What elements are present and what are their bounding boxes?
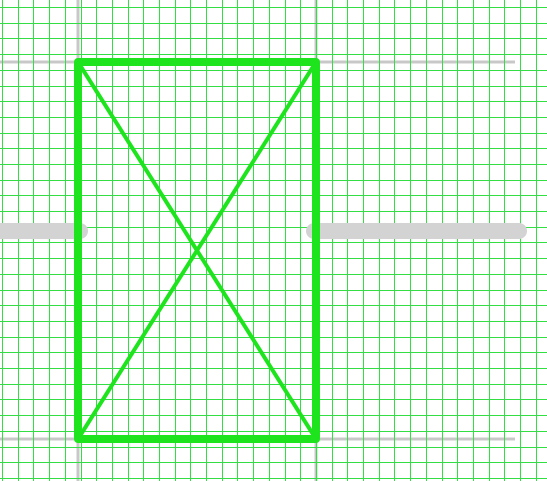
selection-box[interactable] [74,58,320,443]
selection-box-frame[interactable] [74,58,320,443]
selection-box-diagonal-tr-bl [76,60,318,441]
